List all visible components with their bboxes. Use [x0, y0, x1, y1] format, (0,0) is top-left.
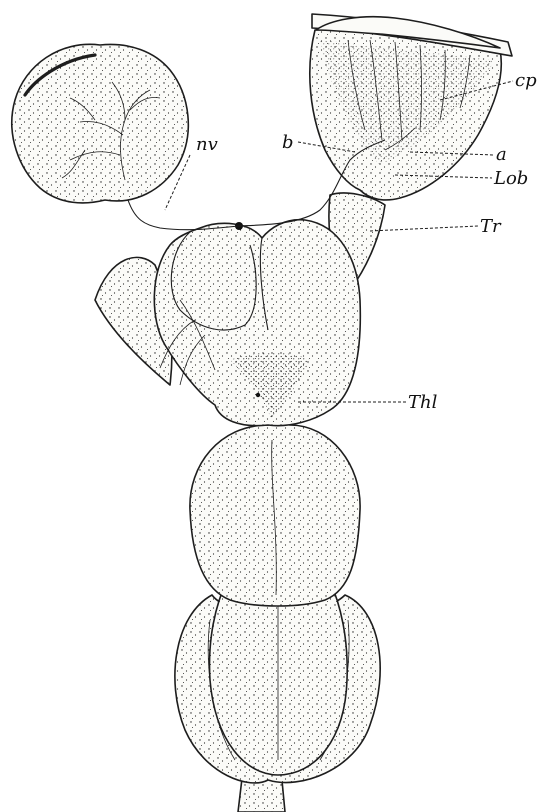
label-cp: cp	[515, 70, 537, 91]
center-dot	[256, 393, 260, 397]
anterior-body	[154, 220, 360, 426]
right-cup	[310, 14, 512, 200]
middle-segment	[190, 423, 360, 606]
left-bulb	[12, 44, 188, 203]
label-thl: Thl	[408, 392, 438, 413]
label-nv: nv	[196, 134, 218, 155]
label-lob: Lob	[493, 168, 528, 189]
tr-leader	[370, 226, 478, 231]
label-tr: Tr	[480, 216, 502, 237]
label-b: b	[282, 132, 294, 153]
label-a: a	[496, 144, 507, 165]
